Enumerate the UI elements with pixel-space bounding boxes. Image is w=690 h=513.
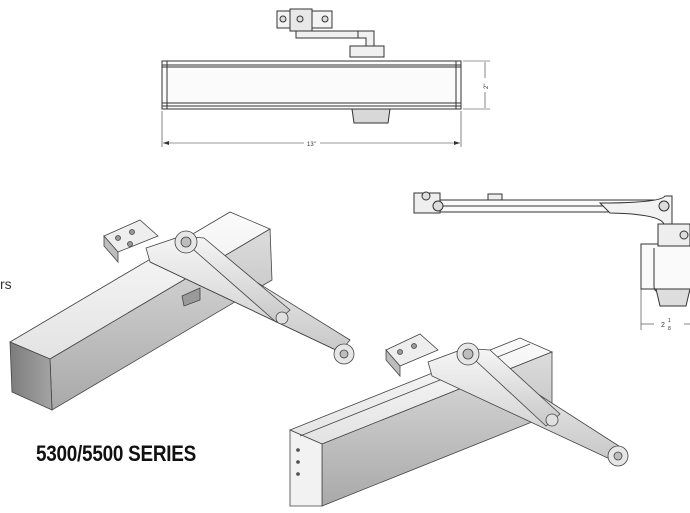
side-pinion-bottom	[655, 288, 690, 307]
cover-hole	[296, 448, 300, 452]
arm-elbow	[357, 30, 375, 49]
closer-3d-view-left	[9, 211, 355, 411]
bracket-side-3d	[103, 234, 119, 264]
arm-joint	[545, 413, 559, 427]
side-body	[640, 243, 690, 290]
arm-end-pivot-center	[339, 349, 349, 359]
arm-pivot-center	[180, 236, 192, 248]
side-arm-bend	[598, 195, 673, 225]
bracket-screw	[296, 15, 304, 23]
side-pinion-nut	[679, 230, 689, 240]
bracket-screw	[321, 15, 329, 23]
cover-hole	[296, 472, 300, 476]
dim-height-label: 2"	[484, 84, 490, 89]
body-end-face	[9, 341, 53, 411]
body-pinion-shadow	[181, 287, 201, 307]
bracket-screw	[411, 343, 417, 349]
forearm-3d	[460, 347, 561, 427]
side-pinion-block	[657, 223, 690, 247]
dim-projection-whole: 2	[661, 322, 665, 329]
arm-joint	[275, 311, 289, 325]
closer-3d-view-right	[288, 333, 629, 507]
dim-projection-num: 1	[668, 318, 671, 324]
bracket-screw	[397, 349, 403, 355]
series-title: 5300/5500 SERIES	[36, 441, 196, 466]
arm-end-pivot-center	[613, 451, 623, 461]
bracket-screw	[279, 15, 287, 23]
side-elevation-drawing	[413, 191, 690, 330]
closer-body	[161, 60, 462, 110]
pinion-bottom	[351, 108, 391, 124]
side-pivot	[658, 200, 670, 212]
side-pivot	[432, 200, 444, 212]
dim-arrow	[454, 141, 460, 145]
cropped-caption-fragment: rs	[0, 276, 12, 292]
side-adjust-nut	[487, 193, 503, 201]
bracket-side-3d	[385, 348, 401, 378]
arm-pinion-cap	[349, 45, 385, 58]
side-bracket-bolt	[421, 191, 431, 201]
arm-link	[295, 30, 359, 39]
arm-edge	[149, 261, 341, 353]
cover-hole	[296, 460, 300, 464]
dim-projection-den: 8	[668, 326, 671, 332]
bracket-screw	[115, 235, 121, 241]
dim-length-label: 13"	[307, 142, 316, 148]
bracket-screw	[129, 229, 135, 235]
arm-pivot-center	[462, 348, 474, 360]
bracket-screw	[127, 241, 133, 247]
front-elevation-drawing	[161, 8, 490, 147]
dim-arrow	[163, 141, 169, 145]
